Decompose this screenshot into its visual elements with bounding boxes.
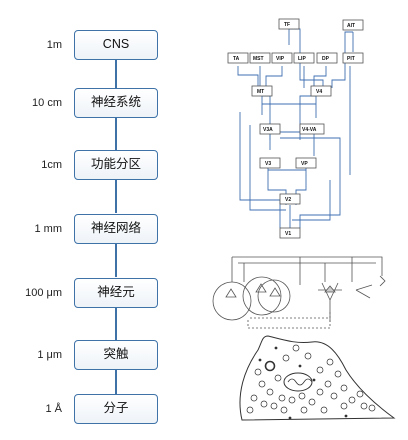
scale-label-synapse: 1 μm — [37, 349, 62, 361]
level-box-nervous-system: 神经系统 — [74, 88, 158, 118]
node-ait: AIT — [342, 19, 364, 31]
neural-circuit-drawing — [212, 256, 386, 329]
node-v4va: V4-VA — [299, 123, 325, 135]
level-connector — [115, 370, 117, 403]
scale-label-molecule: 1 Å — [45, 403, 62, 415]
svg-text:MST: MST — [253, 56, 264, 62]
scale-label-system: 10 cm — [32, 97, 62, 109]
node-v4: V4 — [310, 85, 332, 97]
node-lip: LIP — [293, 52, 315, 64]
scale-label-region: 1cm — [41, 159, 62, 171]
node-mt: MT — [251, 85, 273, 97]
node-v2: V2 — [279, 193, 301, 205]
node-vp: VP — [295, 157, 317, 169]
node-v3: V3 — [259, 157, 281, 169]
level-box-synapse: 突触 — [74, 340, 158, 370]
node-pit: PIT — [342, 52, 364, 64]
scale-label-network: 1 mm — [34, 223, 63, 235]
level-connector — [115, 180, 117, 213]
svg-text:PIT: PIT — [347, 56, 355, 62]
level-connector — [115, 60, 117, 93]
level-box-neural-network: 神经网络 — [74, 214, 158, 244]
scale-label-neuron: 100 μm — [25, 287, 62, 299]
svg-text:VIP: VIP — [276, 56, 285, 62]
node-v3a: V3A — [259, 123, 281, 135]
svg-text:LIP: LIP — [298, 56, 306, 62]
svg-text:V3A: V3A — [263, 127, 273, 133]
node-ta: TA — [227, 52, 249, 64]
level-connector — [115, 118, 117, 151]
svg-text:V1: V1 — [285, 231, 291, 237]
level-connector — [115, 308, 117, 341]
node-v1: V1 — [279, 227, 301, 239]
level-box-neuron: 神经元 — [74, 278, 158, 308]
svg-text:VP: VP — [301, 161, 308, 167]
synapse-drawing — [239, 335, 396, 421]
node-mst: MST — [249, 52, 271, 64]
level-box-molecule: 分子 — [74, 394, 158, 424]
node-vip: VIP — [271, 52, 293, 64]
svg-text:AIT: AIT — [347, 23, 355, 29]
node-tf: TF — [278, 18, 300, 30]
scale-label-cns: 1m — [46, 39, 62, 51]
level-connector — [115, 244, 117, 277]
svg-text:V3: V3 — [265, 161, 271, 167]
svg-text:V4-VA: V4-VA — [302, 127, 317, 133]
visual-cortex-hierarchy: TF AIT TA MST VIP LIP DP PIT MT V4 V3A V… — [227, 18, 364, 239]
level-box-functional-region: 功能分区 — [74, 150, 158, 180]
svg-text:MT: MT — [257, 89, 264, 95]
level-box-cns: CNS — [74, 30, 158, 60]
svg-text:DP: DP — [322, 56, 330, 62]
svg-text:V2: V2 — [285, 197, 291, 203]
svg-text:V4: V4 — [316, 89, 322, 95]
svg-text:TA: TA — [233, 56, 240, 62]
node-dp: DP — [316, 52, 338, 64]
svg-text:TF: TF — [284, 22, 290, 28]
